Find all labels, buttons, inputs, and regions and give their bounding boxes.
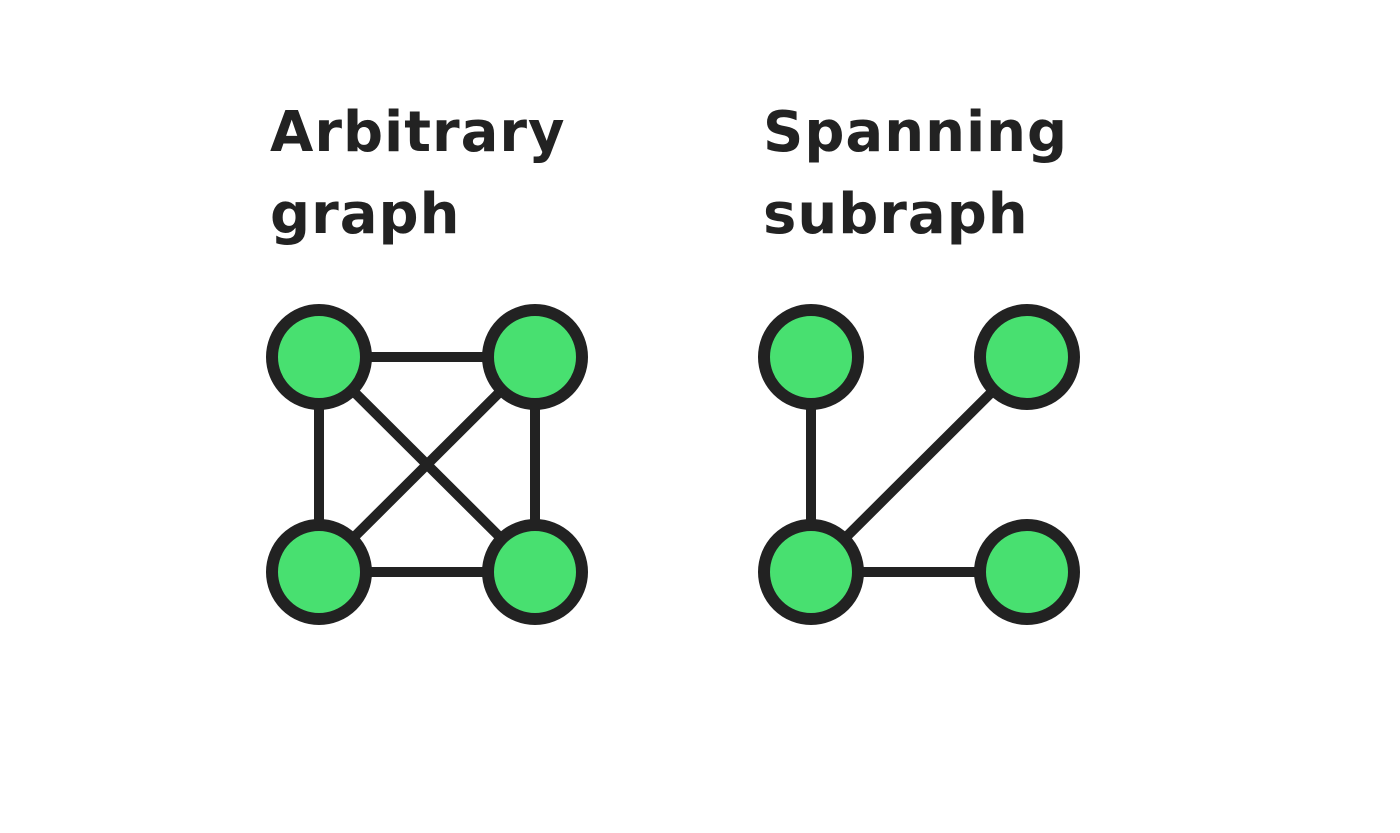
node-top-right <box>482 304 588 410</box>
title-line: graph <box>270 182 461 247</box>
spanning-subgraph-title: Spanning subraph <box>763 92 1068 256</box>
title-line: Spanning <box>763 100 1069 165</box>
node-top-right <box>974 304 1080 410</box>
node-bottom-right <box>974 519 1080 625</box>
title-line: subraph <box>763 182 1029 247</box>
node-bottom-left <box>758 519 864 625</box>
node-top-left <box>758 304 864 410</box>
title-line: Arbitrary <box>270 100 566 165</box>
node-top-left <box>266 304 372 410</box>
arbitrary-graph-title: Arbitrary graph <box>270 92 566 256</box>
node-bottom-left <box>266 519 372 625</box>
node-bottom-right <box>482 519 588 625</box>
